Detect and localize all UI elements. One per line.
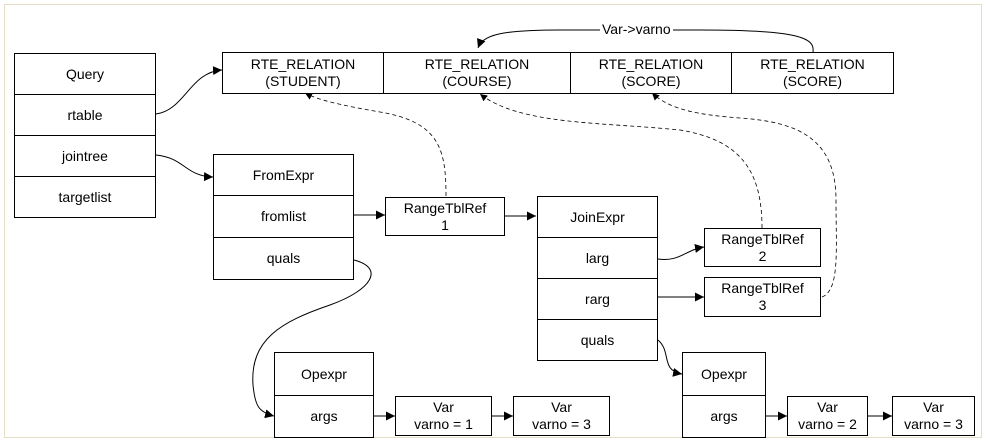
arrow-rtable-to-rte (155, 66, 223, 115)
rte-relation-student: RTE_RELATION (STUDENT) (222, 52, 384, 94)
fromexpr-header: FromExpr (213, 154, 354, 196)
rangetblref-name: RangeTblRef (721, 280, 804, 296)
rte-title: RTE_RELATION (424, 56, 530, 72)
var-name: Var (923, 399, 944, 415)
var-varno: varno = 2 (798, 416, 857, 432)
arrow-var-varno (477, 29, 814, 53)
query-header: Query (14, 53, 156, 95)
fromexpr-field-quals: quals (213, 237, 354, 280)
arrow-quals-to-opexpr-right (657, 339, 683, 377)
rte-title: RTE_RELATION (250, 56, 356, 72)
rangetblref-name: RangeTblRef (403, 199, 487, 216)
dashed-rangetblref2-to-course (479, 93, 763, 229)
opexpr-left-header: Opexpr (274, 352, 374, 396)
rangetblref-1: RangeTblRef 1 (385, 197, 505, 236)
rangetblref-2: RangeTblRef 2 (704, 228, 821, 267)
rte-relname: (SCORE) (621, 73, 681, 89)
var-name: Var (817, 399, 838, 415)
var-node-2: Var varno = 3 (513, 396, 610, 436)
rte-title: RTE_RELATION (598, 56, 704, 72)
rangetblref-index: 1 (441, 216, 449, 233)
arrow-larg-to-rangetblref2 (657, 243, 705, 260)
arrow-quals-to-opexpr-left (252, 259, 372, 419)
opexpr-left-field-args: args (274, 395, 374, 438)
rte-relation-score: RTE_RELATION (SCORE) (570, 52, 732, 94)
dashed-rangetblref3-to-score (651, 92, 837, 298)
arrow-jointree-to-fromexpr (155, 154, 214, 182)
var-name: Var (551, 399, 572, 415)
diagram-frame (4, 4, 982, 438)
rangetblref-name: RangeTblRef (721, 230, 804, 247)
var-varno: varno = 3 (904, 416, 963, 432)
joinexpr-field-rarg: rarg (537, 278, 658, 320)
rte-relname: (SCORE) (782, 73, 843, 89)
var-node-4: Var varno = 3 (892, 396, 975, 436)
var-name: Var (433, 399, 454, 415)
joinexpr-header: JoinExpr (537, 196, 658, 238)
query-field-rtable: rtable (14, 94, 156, 136)
joinexpr-field-quals: quals (537, 319, 658, 361)
rte-relation-score-2: RTE_RELATION (SCORE) (731, 52, 894, 94)
var-varno: varno = 1 (414, 416, 473, 432)
rangetblref-3: RangeTblRef 3 (704, 277, 821, 317)
annotation-var-varno: Var->varno (600, 21, 673, 37)
rangetblref-index: 2 (758, 247, 767, 264)
rte-relname: (COURSE) (442, 73, 512, 89)
rte-relname: (STUDENT) (265, 73, 341, 89)
rte-title: RTE_RELATION (760, 56, 865, 72)
query-field-jointree: jointree (14, 135, 156, 177)
joinexpr-field-larg: larg (537, 237, 658, 279)
var-varno: varno = 3 (532, 416, 591, 432)
rangetblref-index: 3 (758, 297, 767, 313)
query-field-targetlist: targetlist (14, 176, 156, 218)
var-node-3: Var varno = 2 (787, 396, 868, 436)
fromexpr-field-fromlist: fromlist (213, 195, 354, 238)
dashed-rangetblref1-to-student (304, 92, 447, 197)
rte-relation-course: RTE_RELATION (COURSE) (383, 52, 571, 94)
opexpr-right-header: Opexpr (682, 352, 766, 396)
opexpr-right-field-args: args (682, 395, 766, 438)
var-node-1: Var varno = 1 (395, 396, 492, 436)
